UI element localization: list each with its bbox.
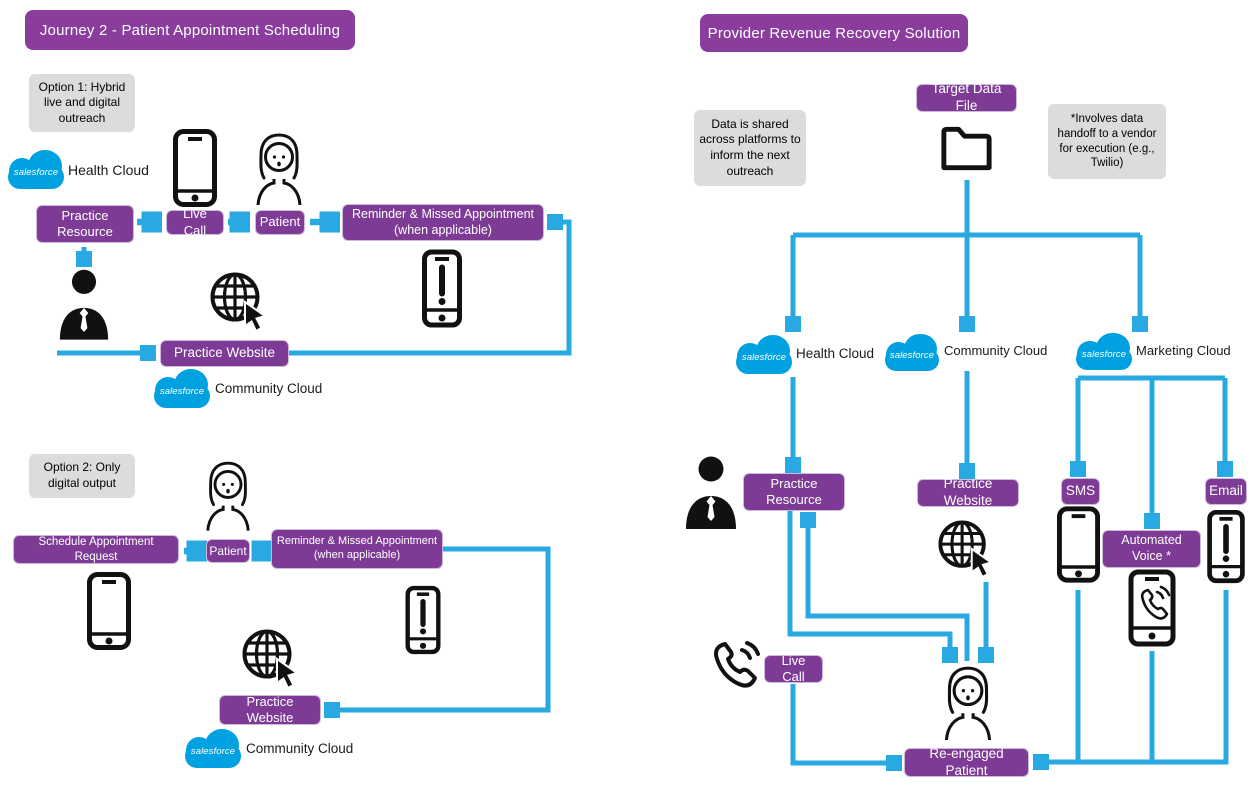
option2-note: Option 2: Only digital output	[29, 454, 135, 498]
vendor-handoff-note-text: *Involves data handoff to a vendor for e…	[1057, 112, 1157, 170]
health-cloud-label: Health Cloud	[796, 346, 875, 361]
patient-woman-icon	[202, 459, 254, 531]
connector-reminder-to-practice-website-2	[328, 546, 551, 710]
option2-note-text: Option 2: Only digital output	[43, 460, 121, 490]
live-call-node: Live Call	[166, 206, 224, 238]
person-silhouette-icon	[57, 268, 111, 340]
practice-website-node: Practice Website	[160, 340, 289, 367]
phone-alert-icon	[1205, 509, 1247, 584]
connector-patient-feedback-to-practice-resource	[808, 516, 970, 661]
data-shared-note: Data is shared across platforms to infor…	[694, 110, 806, 186]
website-globe-cursor-icon	[241, 627, 299, 689]
connector-channels-to-reengaged	[1037, 590, 1229, 762]
phone-alert-icon	[421, 247, 463, 330]
practice-website-node: Practice Website	[219, 694, 321, 725]
live-call-node: Live Call	[764, 653, 823, 684]
option1-note-text: Option 1: Hybrid live and digital outrea…	[38, 79, 126, 125]
email-node: Email	[1205, 478, 1247, 505]
journey2-title: Journey 2 - Patient Appointment Scheduli…	[25, 10, 355, 50]
automated-voice-node: Automated Voice *	[1102, 530, 1201, 568]
patient-node: Patient	[206, 539, 250, 563]
phone-alert-icon	[403, 585, 443, 655]
connector-live-call-to-reengaged	[790, 684, 898, 763]
voice-call-phone-icon	[1127, 568, 1177, 648]
marketing-cloud-label: Marketing Cloud	[1136, 343, 1231, 358]
connector-practice-resource-to-patient	[787, 511, 950, 659]
vendor-handoff-note: *Involves data handoff to a vendor for e…	[1048, 104, 1166, 179]
health-cloud-label: Health Cloud	[68, 162, 149, 178]
website-globe-cursor-icon	[937, 518, 993, 578]
patient-woman-icon	[252, 131, 306, 205]
community-cloud-label: Community Cloud	[215, 381, 323, 396]
option1-note: Option 1: Hybrid live and digital outrea…	[29, 74, 135, 132]
person-silhouette-icon	[683, 455, 739, 529]
patient-woman-icon	[939, 664, 997, 740]
community-cloud-label: Community Cloud	[944, 343, 1048, 358]
patient-node: Patient	[255, 210, 305, 235]
practice-resource-node: Practice Resource	[36, 205, 134, 243]
smartphone-icon	[172, 128, 218, 208]
smartphone-icon	[1056, 503, 1101, 586]
provider-solution-title: Provider Revenue Recovery Solution	[700, 14, 968, 52]
schedule-appointment-node: Schedule Appointment Request	[13, 535, 179, 564]
sms-node: SMS	[1061, 478, 1100, 505]
handset-icon	[709, 637, 761, 693]
practice-resource-node: Practice Resource	[743, 473, 845, 511]
target-data-file-node: Target Data File	[916, 81, 1017, 113]
re-engaged-patient-node: Re-engaged Patient	[904, 746, 1029, 778]
connector-practice-website-to-reminder	[289, 222, 572, 356]
reminder-node: Reminder & Missed Appointment (when appl…	[271, 529, 443, 569]
smartphone-icon	[86, 571, 132, 651]
journey2-title-text: Journey 2 - Patient Appointment Scheduli…	[39, 21, 341, 39]
reminder-node: Reminder & Missed Appointment (when appl…	[342, 204, 544, 241]
practice-website-node: Practice Website	[917, 476, 1019, 508]
website-globe-cursor-icon	[209, 270, 267, 332]
data-shared-note-text: Data is shared across platforms to infor…	[699, 116, 801, 178]
provider-solution-title-text: Provider Revenue Recovery Solution	[707, 24, 961, 42]
folder-icon	[936, 119, 997, 175]
community-cloud-label: Community Cloud	[246, 741, 354, 756]
